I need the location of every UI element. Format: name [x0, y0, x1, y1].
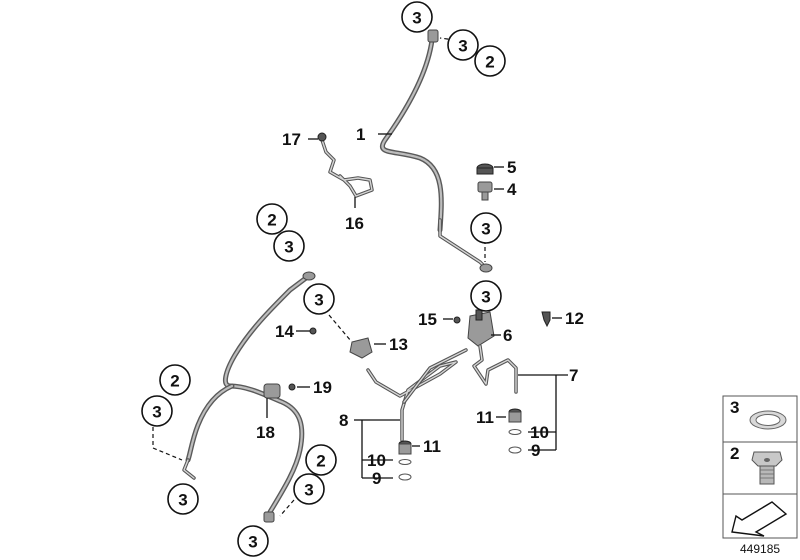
callout-number: 2: [316, 452, 325, 471]
legend-panel: 3 2 449185: [722, 395, 798, 556]
part-label: 5: [507, 158, 516, 177]
clamp-18: [263, 383, 281, 399]
part-label: 10: [530, 423, 549, 442]
callout: 3: [141, 395, 173, 427]
legend-number: 2: [730, 444, 739, 463]
part-label: 11: [423, 437, 441, 456]
callout: 3: [303, 283, 335, 315]
callout-number: 3: [152, 403, 161, 422]
washer-10-right: [508, 429, 522, 435]
callout-number: 2: [170, 372, 179, 391]
banjo-fitting-left-top: [302, 271, 316, 281]
part-label: 19: [313, 378, 332, 397]
banjo-fitting-top: [427, 29, 439, 43]
part-label: 12: [565, 309, 584, 328]
brake-line-16: [317, 132, 374, 198]
part-12: [541, 311, 551, 328]
callout-number: 3: [412, 9, 421, 28]
cap-5: [476, 163, 494, 175]
callout: 3: [273, 230, 305, 262]
bleeder-valve-4: [477, 181, 493, 201]
part-label: 15: [418, 310, 437, 329]
part-label: 18: [256, 423, 275, 442]
brake-line-8: [366, 348, 468, 442]
part-label: 7: [569, 366, 578, 385]
bracket-13: [309, 327, 373, 359]
part-label: 9: [531, 441, 540, 460]
callout: 3: [447, 29, 479, 61]
distributor-6: [453, 309, 495, 347]
callout: 2: [256, 203, 288, 235]
callout: 2: [474, 45, 506, 77]
sealing-ring-icon: [749, 410, 787, 430]
callout: 2: [159, 364, 191, 396]
callout: 3: [293, 473, 325, 505]
arrow-icon: [731, 501, 788, 537]
brake-hose-1: [380, 29, 493, 273]
part-label: 11: [476, 408, 494, 427]
ring-9-left: [398, 473, 412, 481]
banjo-bolt-icon: [751, 451, 783, 485]
screw-15: [453, 316, 461, 324]
callout-number: 3: [458, 37, 467, 56]
callout-number: 2: [267, 211, 276, 230]
cap-11-left: [398, 440, 412, 455]
callout-number: 2: [485, 53, 494, 72]
callout-number: 3: [178, 491, 187, 510]
document-number: 449185: [740, 542, 780, 556]
callout-number: 3: [248, 533, 257, 552]
callout-number: 3: [481, 288, 490, 307]
part-label: 17: [282, 130, 301, 149]
part-label: 13: [389, 335, 408, 354]
part-label: 9: [372, 469, 381, 488]
callout: 3: [401, 1, 433, 33]
banjo-fitting-left-bottom: [263, 511, 275, 523]
legend-number: 3: [730, 398, 739, 417]
washer-10-left: [398, 459, 412, 465]
part-label: 6: [503, 326, 512, 345]
callout-number: 3: [314, 291, 323, 310]
part-label: 14: [275, 322, 294, 341]
callout: 2: [305, 444, 337, 476]
brake-hose-left: [182, 271, 316, 523]
part-label: 10: [367, 451, 386, 470]
brake-line-7: [472, 344, 518, 394]
part-label: 16: [345, 214, 364, 233]
leader-lines: [152, 37, 568, 517]
part-label: 8: [339, 411, 348, 430]
callout-number: 3: [304, 481, 313, 500]
screw-17: [317, 132, 327, 142]
callout: 3: [470, 280, 502, 312]
screw-14: [309, 327, 317, 335]
banjo-fitting-lower: [479, 263, 493, 273]
part-label: 4: [507, 180, 517, 199]
cap-11-right: [508, 408, 522, 423]
part-label: 1: [356, 125, 365, 144]
callout: 3: [237, 525, 269, 557]
callout-number: 3: [481, 220, 490, 239]
callout: 3: [167, 483, 199, 515]
callout-number: 3: [284, 238, 293, 257]
ring-9-right: [508, 446, 522, 454]
screw-19: [288, 383, 296, 391]
callout: 3: [470, 212, 502, 244]
